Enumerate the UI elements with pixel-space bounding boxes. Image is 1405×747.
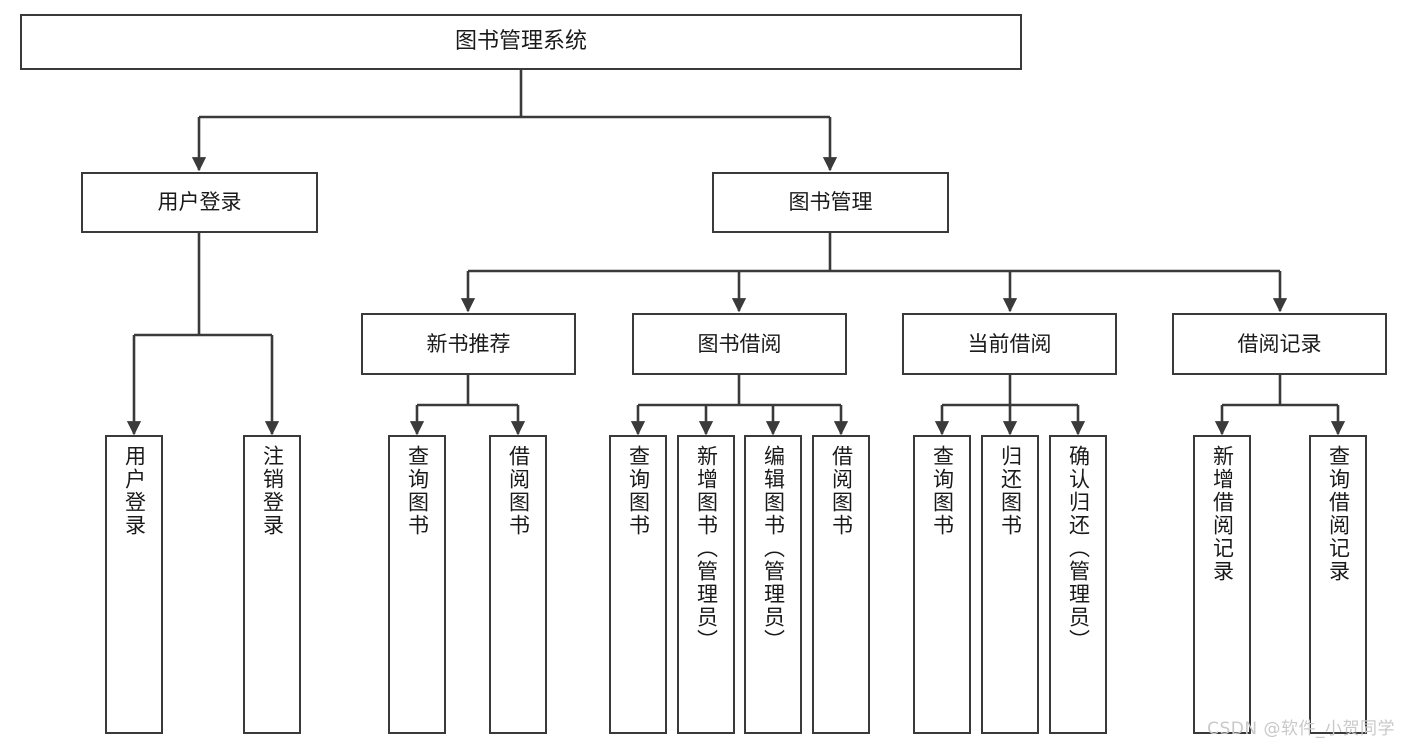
leaf-query-book-borrow[interactable]: 查询图书 (609, 435, 667, 734)
node-label: 借阅图书 (506, 445, 531, 537)
node-label: 编辑图书（管理员） (761, 445, 786, 652)
node-label: 查询借阅记录 (1326, 445, 1351, 583)
node-label: 新增借阅记录 (1210, 445, 1235, 583)
leaf-add-borrow-record[interactable]: 新增借阅记录 (1193, 435, 1251, 734)
leaf-add-book-admin[interactable]: 新增图书（管理员） (677, 435, 735, 734)
leaf-borrow-book[interactable]: 借阅图书 (812, 435, 870, 734)
node-label: 查询图书 (930, 445, 955, 537)
leaf-query-borrow-record[interactable]: 查询借阅记录 (1309, 435, 1367, 734)
leaf-confirm-return-admin[interactable]: 确认归还（管理员） (1049, 435, 1107, 734)
node-label: 用户登录 (157, 190, 242, 215)
node-label: 归还图书 (998, 445, 1023, 537)
node-label: 新增图书（管理员） (694, 445, 719, 652)
node-label: 借阅图书 (829, 445, 854, 537)
node-label: 借阅记录 (1237, 331, 1322, 356)
leaf-return-book[interactable]: 归还图书 (981, 435, 1039, 734)
csdn-watermark: CSDN @软件_小贺同学 (1207, 719, 1395, 739)
leaf-borrow-book-recommend[interactable]: 借阅图书 (489, 435, 547, 734)
leaf-logout-login[interactable]: 注销登录 (243, 435, 301, 734)
node-label: 图书管理系统 (454, 28, 587, 54)
node-label: 新书推荐 (426, 331, 511, 356)
node-book-management[interactable]: 图书管理 (712, 172, 949, 233)
node-label: 注销登录 (260, 445, 285, 537)
node-label: 当前借阅 (967, 331, 1052, 356)
node-current-borrow[interactable]: 当前借阅 (902, 313, 1117, 375)
node-label: 查询图书 (405, 445, 430, 537)
node-label: 图书借阅 (697, 331, 782, 356)
node-label: 用户登录 (122, 445, 147, 537)
node-new-book-recommend[interactable]: 新书推荐 (361, 313, 576, 375)
leaf-query-book-recommend[interactable]: 查询图书 (388, 435, 446, 734)
node-label: 图书管理 (788, 190, 873, 215)
node-book-borrow[interactable]: 图书借阅 (632, 313, 847, 375)
node-label: 查询图书 (626, 445, 651, 537)
node-label: 确认归还（管理员） (1066, 445, 1091, 652)
leaf-query-book-current[interactable]: 查询图书 (913, 435, 971, 734)
node-root-book-management-system[interactable]: 图书管理系统 (20, 14, 1022, 70)
leaf-user-login[interactable]: 用户登录 (105, 435, 163, 734)
leaf-edit-book-admin[interactable]: 编辑图书（管理员） (744, 435, 802, 734)
node-borrow-record[interactable]: 借阅记录 (1172, 313, 1387, 375)
node-user-login[interactable]: 用户登录 (81, 172, 318, 233)
